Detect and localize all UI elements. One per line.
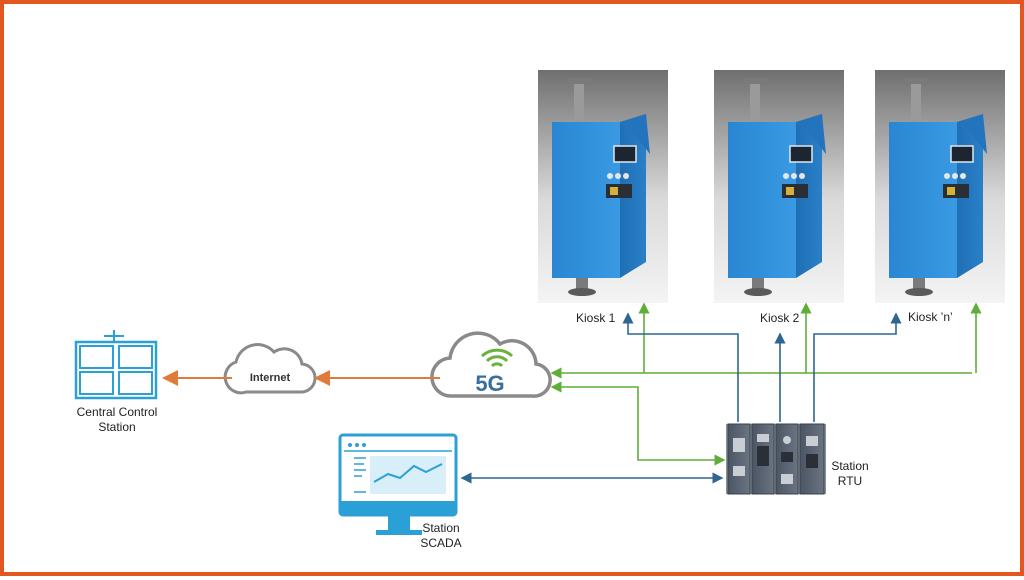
- kiosk-n-label: Kiosk ’n’: [908, 310, 953, 324]
- internet-label: Internet: [250, 372, 291, 384]
- kiosk-n-image: [875, 70, 1005, 303]
- station-rtu-label-line2: RTU: [838, 474, 862, 488]
- station-rtu-label-line1: Station: [831, 459, 868, 473]
- wired-links: [460, 312, 902, 484]
- kiosk-1-label: Kiosk 1: [576, 311, 616, 325]
- kiosk-2-image: [714, 70, 844, 303]
- internet-cloud-icon: [223, 343, 317, 395]
- 5g-label: 5G: [475, 371, 504, 396]
- central-control-label-line2: Station: [98, 420, 135, 434]
- kiosk-1-image: [538, 70, 668, 303]
- central-control-monitor-icon: [74, 330, 158, 400]
- station-rtu-device-icon: [726, 423, 826, 495]
- kiosk-2-label: Kiosk 2: [760, 311, 800, 325]
- 5g-cloud-icon: [430, 331, 552, 398]
- station-scada-label-line2: SCADA: [420, 536, 461, 550]
- wireless-links: [550, 302, 982, 466]
- scada-monitor-icon: [338, 433, 458, 535]
- central-control-label-line1: Central Control: [77, 405, 158, 419]
- station-scada-label-line1: Station: [422, 521, 459, 535]
- wifi-signal-icon: [480, 348, 514, 368]
- network-diagram: Central Control Station Internet 5G: [74, 70, 1005, 550]
